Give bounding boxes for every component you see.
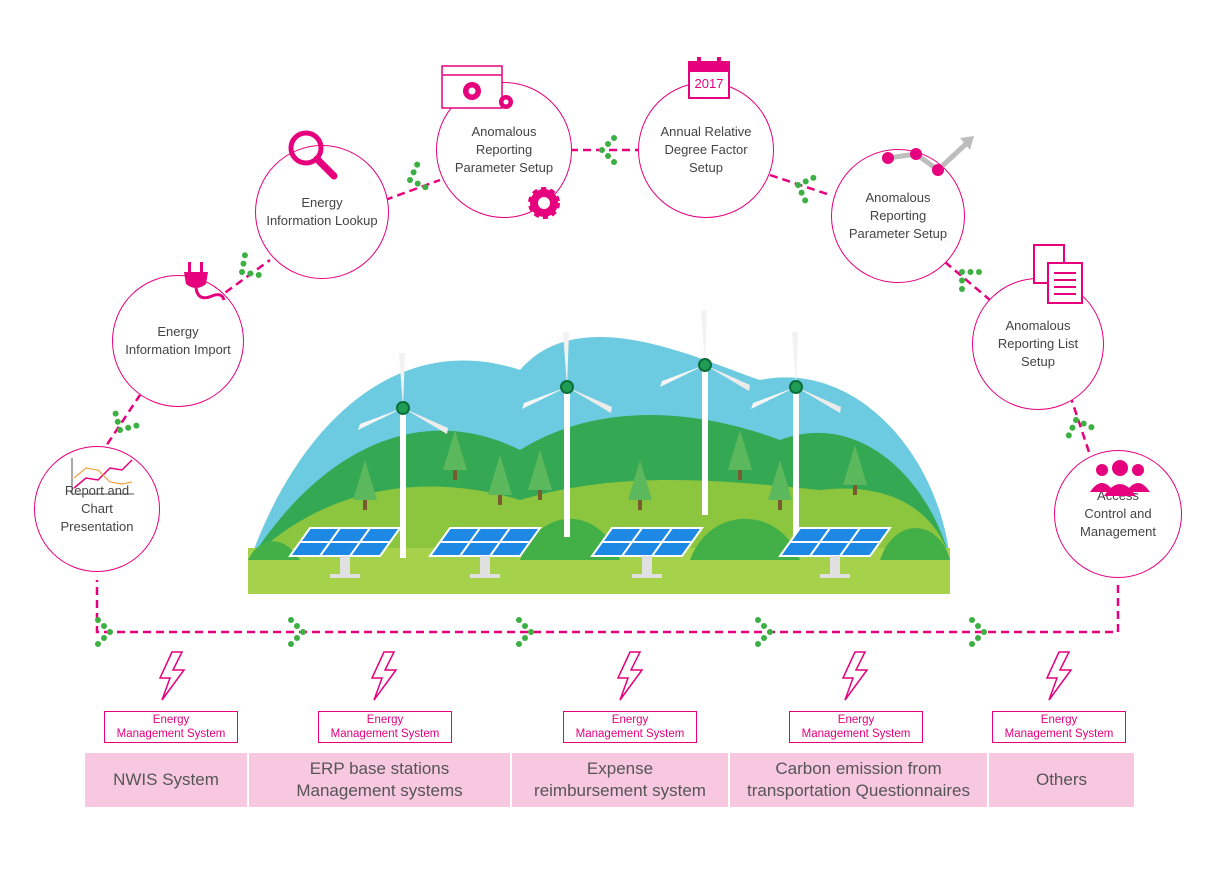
line-chart-icon	[71, 458, 134, 495]
source-erp-base-stations: ERP base stations Management systems	[247, 753, 510, 807]
node-label: Energy Information Import	[125, 324, 231, 357]
ems-label-1: Energy Management System	[104, 711, 238, 743]
source-nwis-system: NWIS System	[85, 753, 247, 807]
landscape-illustration	[248, 309, 950, 594]
plug-icon	[184, 262, 226, 301]
ems-label-5: Energy Management System	[992, 711, 1126, 743]
node-label: Access Control and Management	[1080, 488, 1156, 539]
magnifier-icon	[288, 130, 338, 180]
ems-label-4: Energy Management System	[789, 711, 923, 743]
ems-label-2: Energy Management System	[318, 711, 452, 743]
node-label: Anomalous Reporting Parameter Setup	[848, 190, 948, 241]
calendar-year: 2017	[694, 76, 724, 91]
source-expense-reimbursement: Expense reimbursement system	[510, 753, 728, 807]
node-label: Anomalous Reporting List Setup	[997, 318, 1079, 369]
lightning-bolts	[159, 651, 1072, 701]
source-carbon-emission: Carbon emission from transportation Ques…	[728, 753, 987, 807]
users-icon	[1090, 460, 1150, 496]
calendar-icon: 2017	[687, 56, 731, 100]
trend-arrow-icon	[882, 136, 974, 176]
node-access-control[interactable]: Access Control and Management	[1054, 450, 1182, 578]
gear-window-icon	[441, 65, 513, 109]
node-label: Annual Relative Degree Factor Setup	[660, 124, 752, 175]
documents-icon	[1033, 244, 1083, 304]
node-label: Energy Information Lookup	[266, 195, 378, 228]
node-label: Anomalous Reporting Parameter Setup	[454, 124, 554, 175]
gear-icon	[528, 187, 560, 219]
ems-label-3: Energy Management System	[563, 711, 697, 743]
node-report-chart[interactable]: Report and Chart Presentation	[34, 446, 160, 572]
source-others: Others	[987, 753, 1134, 807]
node-annual-degree-factor[interactable]: Annual Relative Degree Factor Setup	[638, 82, 774, 218]
